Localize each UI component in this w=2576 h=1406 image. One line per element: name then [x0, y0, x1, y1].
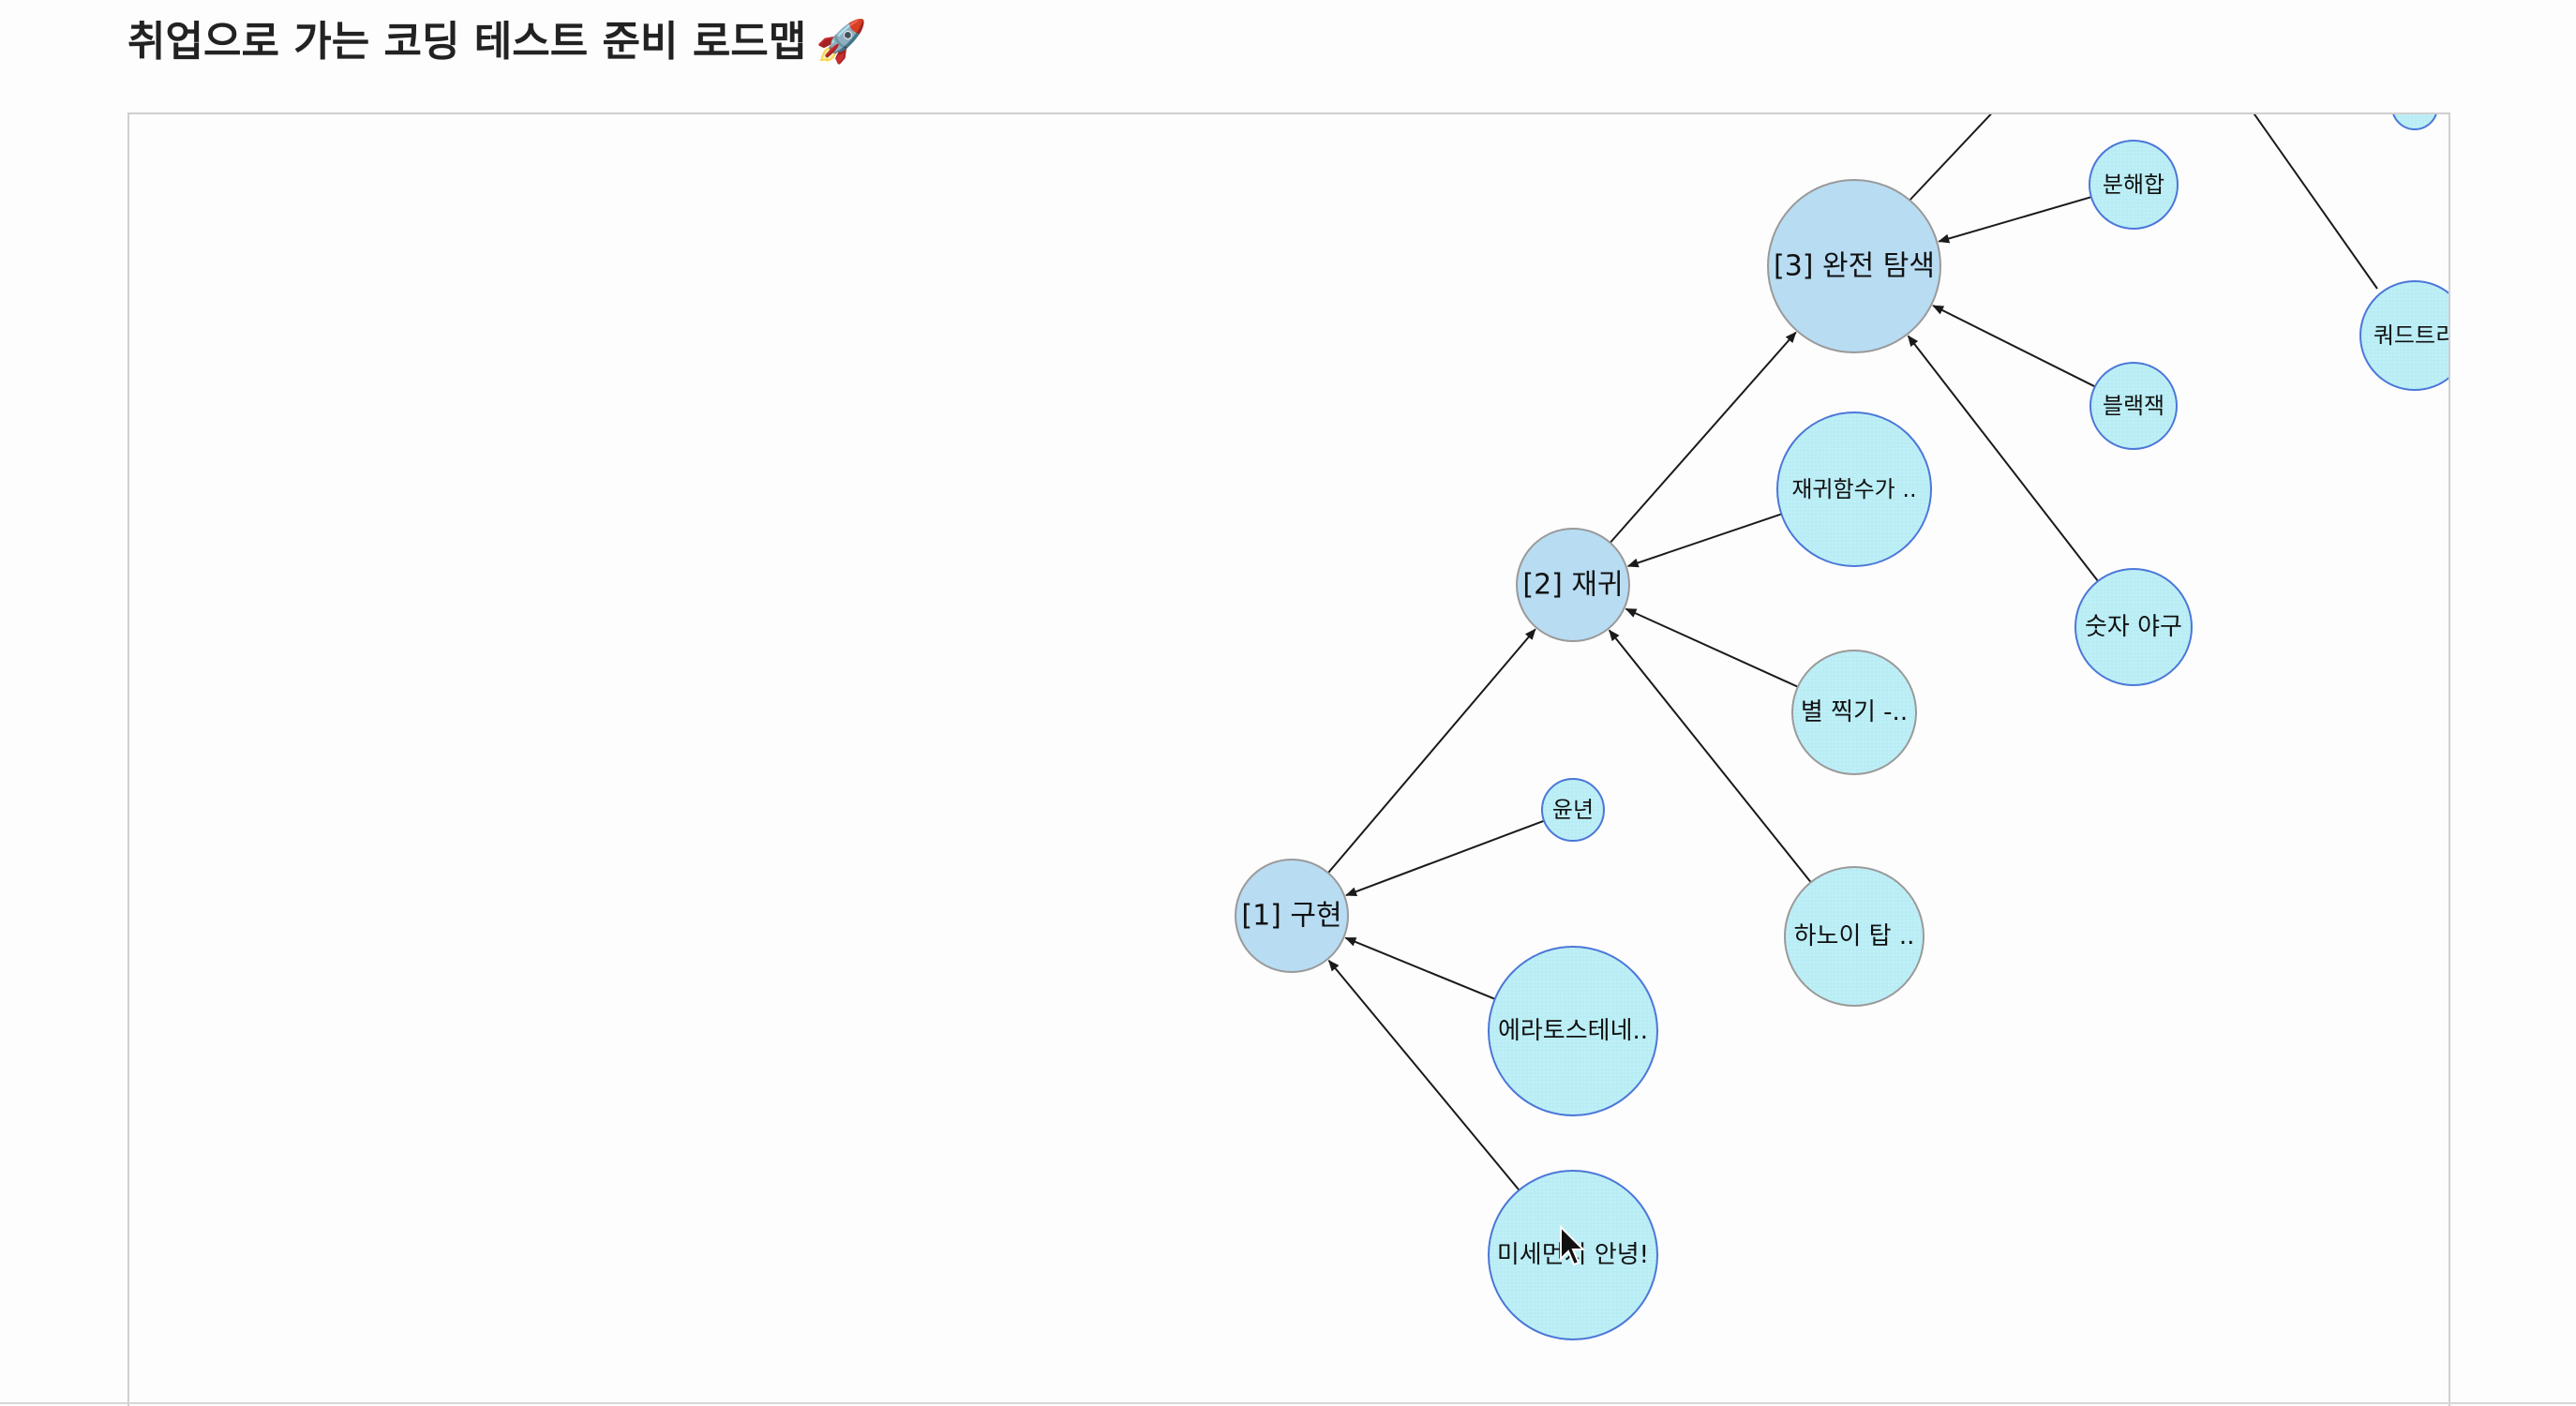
problem-node-p-decomp-texture [2090, 142, 2177, 228]
problem-node-p-baseball-label: 숫자 야구 [2085, 613, 2182, 641]
problem-node-p-eratos-label: 에라토스테네.. [1498, 1017, 1648, 1045]
edge-p-eratos-to-c1 [1344, 936, 1496, 1000]
edge-p-baseball-to-c3 [1907, 335, 2099, 582]
category-node-c1-label: [1] 구현 [1241, 900, 1341, 933]
category-node-c2-label: [2] 재귀 [1522, 569, 1623, 602]
page-title: 취업으로 가는 코딩 테스트 준비 로드맵🚀 [127, 9, 867, 75]
edge-p-decomp-to-c3 [1938, 196, 2092, 244]
problem-node-p-hanoi[interactable]: 하노이 탑 .. [1784, 866, 1925, 1007]
category-node-c2[interactable]: [2] 재귀 [1516, 528, 1630, 642]
category-node-c3-label: [3] 완전 탐색 [1774, 250, 1935, 283]
edge-c2-to-c3 [1609, 331, 1797, 544]
edge-p-hanoi-to-c2 [1608, 629, 1812, 883]
edge-c3-to-offscreen [1906, 114, 1992, 204]
bottom-divider [0, 1402, 2576, 1404]
problem-node-p-eratos[interactable]: 에라토스테네.. [1488, 946, 1658, 1116]
problem-node-p-recur-texture [1778, 413, 1930, 565]
problem-node-p-star[interactable]: 별 찍기 -.. [1791, 650, 1917, 775]
edge-p-star-to-c2 [1625, 607, 1799, 688]
category-node-c1[interactable]: [1] 구현 [1235, 859, 1349, 973]
problem-node-p-top-label: 2 [2408, 114, 2421, 119]
problem-node-p-hanoi-texture [1786, 868, 1923, 1005]
problem-node-p-star-label: 별 찍기 -.. [1801, 698, 1908, 726]
problem-node-p-decomp-label: 분해합 [2103, 172, 2164, 198]
edges-layer [1327, 114, 2378, 1191]
problem-node-p-quad[interactable]: 쿼드트리 [2359, 280, 2450, 391]
edge-p-leap-to-c1 [1345, 819, 1545, 897]
problem-node-p-leap-label: 윤년 [1552, 797, 1594, 823]
problem-node-p-quad-texture [2361, 282, 2449, 389]
rocket-icon: 🚀 [816, 18, 868, 66]
problem-node-p-black-label: 블랙잭 [2103, 393, 2164, 419]
problem-node-p-leap[interactable]: 윤년 [1541, 778, 1605, 842]
problem-node-p-top[interactable]: 2 [2392, 114, 2437, 130]
problem-node-p-black-texture [2091, 364, 2176, 448]
problem-node-p-leap-texture [1543, 780, 1603, 840]
category-node-c1-circle[interactable] [1235, 859, 1349, 973]
problem-node-p-baseball[interactable]: 숫자 야구 [2074, 568, 2193, 686]
problem-node-p-recur-label: 재귀함수가 .. [1791, 476, 1916, 502]
problem-node-p-hanoi-label: 하노이 탑 .. [1794, 922, 1915, 950]
problem-node-p-decomp[interactable]: 분해합 [2089, 140, 2179, 230]
edge-p-recur-to-c2 [1626, 513, 1782, 568]
mouse-cursor-icon [1560, 1225, 1586, 1266]
category-node-c3-circle[interactable] [1767, 179, 1941, 353]
category-node-c2-circle[interactable] [1516, 528, 1630, 642]
category-node-c3[interactable]: [3] 완전 탐색 [1767, 179, 1941, 353]
problem-node-p-star-texture [1793, 651, 1915, 773]
problem-node-p-black[interactable]: 블랙잭 [2089, 362, 2178, 450]
edge-p-dust-to-c1 [1327, 959, 1520, 1191]
problem-node-p-quad-label: 쿼드트리 [2374, 322, 2450, 349]
problem-node-p-eratos-texture [1490, 948, 1656, 1114]
page-title-text: 취업으로 가는 코딩 테스트 준비 로드맵 [127, 18, 807, 66]
edge-c1-to-c2 [1327, 628, 1536, 874]
problem-node-p-baseball-texture [2076, 570, 2191, 684]
problem-node-p-recur[interactable]: 재귀함수가 .. [1776, 411, 1932, 567]
edge-quad-to-offscreen [2253, 114, 2378, 290]
edge-p-black-to-c3 [1932, 305, 2096, 388]
problem-node-p-top-texture [2394, 114, 2435, 128]
